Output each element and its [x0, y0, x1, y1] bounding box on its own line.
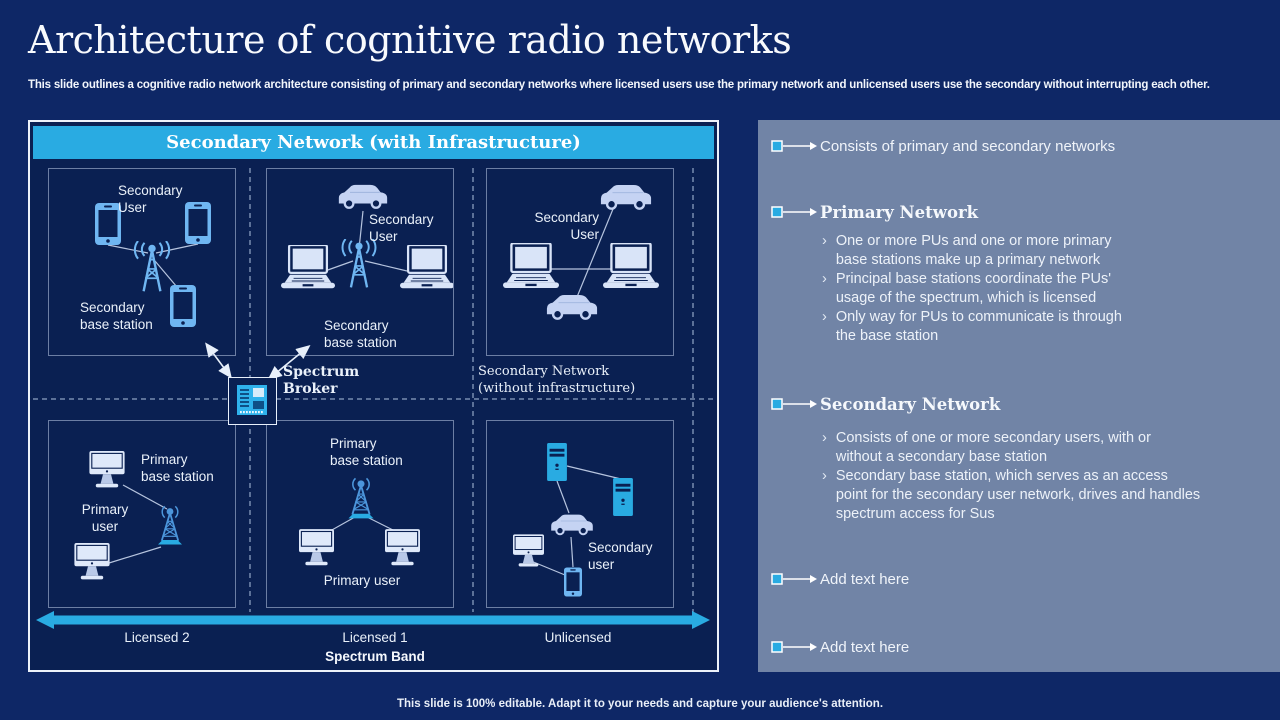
arrow-bullet-icon — [771, 641, 817, 653]
chevron-bullet-icon: › — [822, 430, 827, 446]
laptop-icon — [603, 243, 659, 290]
radio-tower-icon — [156, 505, 184, 546]
network-diagram: Secondary Network (with Infrastructure) — [28, 120, 719, 672]
smartphone-icon — [564, 567, 582, 597]
cell-secondary-infra-2: Secondary User Secondary base station — [266, 168, 454, 356]
secondary-user-label: Secondary User — [534, 210, 599, 242]
primary-network-title: Primary Network — [820, 203, 979, 222]
overview-text: Consists of primary and secondary networ… — [820, 138, 1116, 155]
broker-arrow-right — [267, 344, 311, 381]
primary-base-station-label: Primary base station — [141, 452, 214, 484]
primary-base-station-label: Primary base station — [330, 436, 403, 468]
adhoc-caption: Secondary Network (without infrastructur… — [478, 364, 636, 396]
desktop-icon — [89, 451, 125, 488]
secondary-base-station-label: Secondary base station — [324, 318, 397, 350]
arrow-bullet-icon — [771, 140, 817, 152]
list-item: ›Only way for PUs to communicate is thro… — [822, 309, 1122, 344]
desktop-icon — [385, 529, 420, 566]
add-text-placeholder: Add text here — [820, 571, 910, 588]
car-icon — [545, 293, 599, 320]
cell4-art — [74, 451, 184, 580]
primary-network-points: ›One or more PUs and one or more primary… — [822, 232, 1268, 346]
band-label-licensed2: Licensed 2 — [124, 630, 190, 645]
chevron-bullet-icon: › — [822, 233, 827, 249]
secondary-network-title: Secondary Network — [820, 395, 1001, 414]
server-icon — [613, 478, 633, 516]
spectrum-broker-node — [228, 377, 277, 425]
laptop-icon — [503, 243, 559, 290]
cell-secondary-adhoc: Secondary User — [486, 168, 674, 356]
spectrum-double-arrow-icon — [36, 611, 710, 629]
slide-subtitle: This slide outlines a cognitive radio ne… — [28, 79, 1210, 91]
primary-user-label: Primary user — [81, 502, 129, 534]
list-item: ›Consists of one or more secondary users… — [822, 430, 1151, 465]
secondary-user-label: Secondary User — [118, 183, 183, 215]
cell-secondary-infra-1: Secondary User Secondary base station — [48, 168, 236, 356]
cell2-art — [281, 183, 453, 290]
arrow-bullet-icon — [771, 398, 817, 410]
diagram-header: Secondary Network (with Infrastructure) — [33, 126, 714, 159]
cell5-art — [299, 477, 420, 566]
cell-secondary-adhoc-2: Secondary user — [486, 420, 674, 608]
secondary-base-station-label: Secondary base station — [80, 300, 153, 332]
list-item: ›Secondary base station, which serves as… — [822, 468, 1201, 522]
car-icon — [599, 183, 653, 210]
desktop-icon — [513, 533, 544, 567]
footer-note: This slide is 100% editable. Adapt it to… — [396, 698, 884, 710]
primary-user-label: Primary user — [323, 573, 401, 588]
spectrum-band-axis-label: Spectrum Band — [325, 649, 425, 664]
page-title: Architecture of cognitive radio networks — [28, 18, 792, 62]
spectrum-broker-label: Spectrum Broker — [283, 364, 360, 397]
cell-primary-1: Primary base station Primary user — [48, 420, 236, 608]
laptop-icon — [281, 245, 335, 290]
secondary-user-label: Secondary user — [588, 540, 653, 572]
desktop-icon — [74, 543, 110, 580]
laptop-icon — [400, 245, 453, 290]
car-icon — [550, 513, 594, 536]
smartphone-icon — [185, 202, 211, 244]
arrow-bullet-icon — [771, 206, 817, 218]
radio-tower-icon — [347, 477, 375, 520]
chevron-bullet-icon: › — [822, 468, 827, 484]
broker-arrow-left — [205, 342, 232, 379]
secondary-network-points: ›Consists of one or more secondary users… — [822, 429, 1268, 524]
antenna-mast-icon — [133, 241, 171, 293]
diagram-overlay — [33, 168, 714, 629]
chevron-bullet-icon: › — [822, 309, 827, 325]
arrow-bullet-icon — [771, 573, 817, 585]
band-label-unlicensed: Unlicensed — [544, 630, 612, 645]
cell-primary-2: Primary base station Primary user — [266, 420, 454, 608]
cell3-art — [503, 183, 659, 320]
desktop-icon — [299, 529, 334, 566]
smartphone-icon — [170, 285, 196, 327]
band-label-licensed1: Licensed 1 — [342, 630, 408, 645]
add-text-placeholder: Add text here — [820, 639, 910, 656]
chevron-bullet-icon: › — [822, 271, 827, 287]
cell6-art — [513, 443, 633, 597]
server-icon — [547, 443, 567, 481]
list-item: ›One or more PUs and one or more primary… — [822, 233, 1112, 268]
list-item: ›Principal base stations coordinate the … — [822, 271, 1112, 306]
cell1-art — [95, 202, 211, 327]
secondary-user-label: Secondary User — [369, 212, 434, 244]
chip-icon — [237, 385, 267, 415]
info-panel: Consists of primary and secondary networ… — [758, 120, 1280, 672]
car-icon — [337, 183, 389, 209]
